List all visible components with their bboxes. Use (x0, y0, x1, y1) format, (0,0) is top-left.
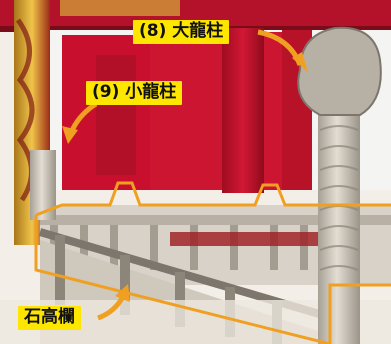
red-door-panel (150, 32, 290, 190)
dragon-pillar-shaft (318, 90, 360, 344)
big-dragon-pillar-label: (8) 大龍柱 (133, 20, 230, 44)
railing-outline (35, 181, 391, 217)
pillar-outline-base (328, 283, 391, 344)
arrow-big-icon (257, 29, 308, 72)
red-column (222, 28, 264, 193)
stone-railing-label: 石高欄 (18, 306, 81, 330)
small-dragon-pillar-label: (9) 小龍柱 (86, 81, 183, 105)
terrace-rail-top (40, 215, 391, 225)
railing-outline-lower (34, 215, 331, 344)
red-terrace-band (170, 232, 330, 246)
roof-ornament (60, 0, 180, 16)
arrow-small-icon (62, 101, 98, 144)
window-lattice (96, 55, 136, 175)
dragon-head (297, 26, 382, 116)
arrow-rail-icon (97, 284, 130, 321)
